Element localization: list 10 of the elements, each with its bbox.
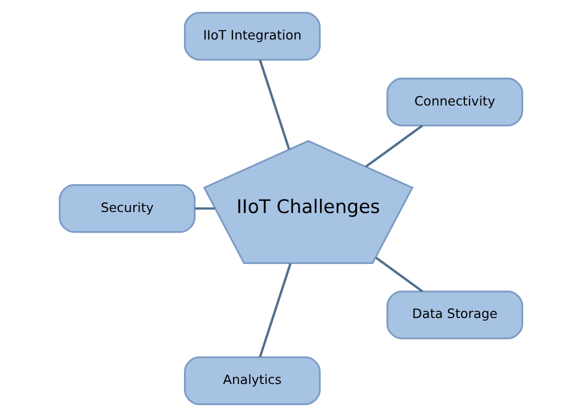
node-box: Data Storage	[386, 290, 523, 340]
node-box: Security	[58, 184, 196, 233]
node-box: IIoT Integration	[183, 12, 320, 61]
connector	[258, 59, 290, 150]
connector	[194, 207, 215, 210]
node-box: Connectivity	[386, 78, 523, 126]
connector	[258, 263, 292, 358]
connector	[374, 256, 423, 292]
connector	[364, 124, 423, 168]
node-box: Analytics	[183, 356, 320, 406]
